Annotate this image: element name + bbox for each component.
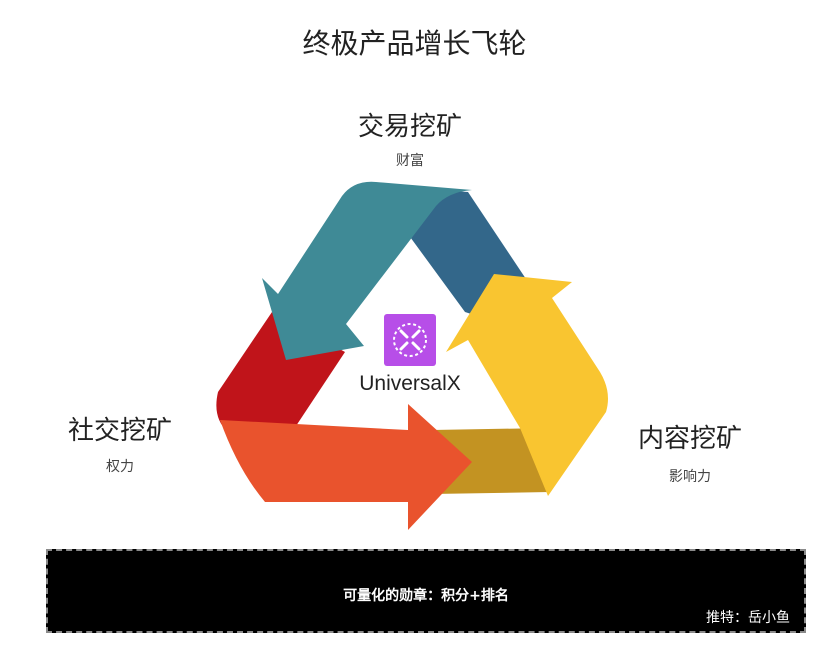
universalx-logo: [384, 314, 436, 366]
node-subtitle-wealth: 财富: [396, 153, 424, 169]
page-title: 终极产品增长飞轮: [302, 27, 527, 60]
node-title-trade-mining: 交易挖矿: [357, 112, 462, 142]
node-title-content-mining: 内容挖矿: [637, 424, 742, 454]
brand-name: UniversalX: [359, 372, 461, 395]
node-subtitle-influence: 影响力: [669, 469, 711, 485]
bottom-arrow: [220, 404, 472, 530]
universalx-logo-icon: [393, 323, 427, 357]
node-subtitle-power: 权力: [106, 459, 134, 475]
banner-credit: 推特：岳小鱼: [706, 610, 790, 626]
bottom-banner: 可量化的勋章：积分+排名 推特：岳小鱼: [46, 549, 806, 633]
right-arrow: [446, 274, 608, 496]
banner-text: 可量化的勋章：积分+排名: [343, 588, 509, 604]
top-arrow: [262, 181, 472, 360]
node-title-social-mining: 社交挖矿: [67, 416, 172, 446]
